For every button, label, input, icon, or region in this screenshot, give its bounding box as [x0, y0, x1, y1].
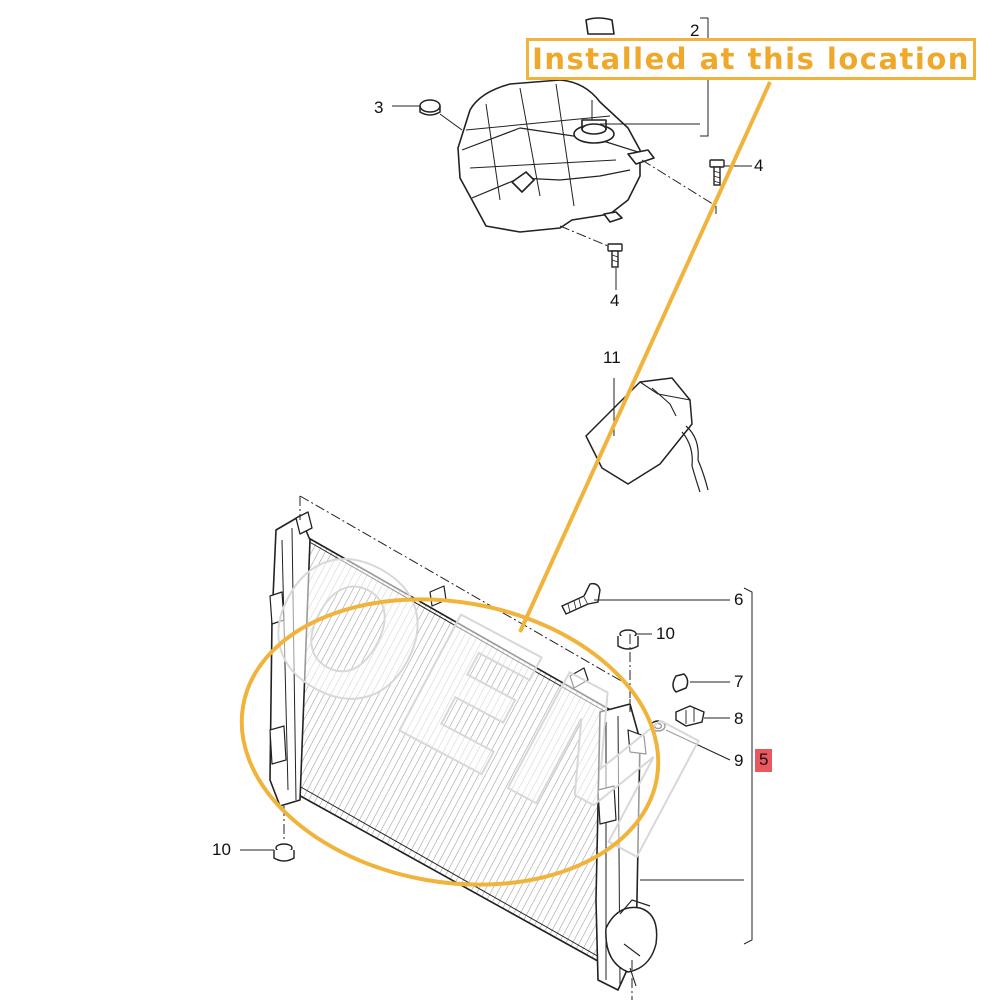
part-label-10-lower: 10 — [212, 840, 231, 859]
location-highlight — [239, 81, 772, 887]
part-label-11: 11 — [603, 348, 621, 367]
mount-part-10-upper — [617, 629, 639, 650]
control-unit-part-11 — [585, 377, 709, 493]
part-label-3: 3 — [374, 98, 384, 117]
part-label-4-upper: 4 — [754, 156, 764, 175]
part-label-8: 8 — [734, 709, 744, 728]
part-label-2: 2 — [690, 21, 700, 40]
installed-location-callout: Installed at this location — [526, 38, 976, 80]
mount-part-10-lower — [273, 843, 295, 862]
bolt-part-4-lower — [607, 243, 623, 268]
leader-lines — [240, 17, 753, 945]
part-label-10-upper: 10 — [656, 624, 675, 643]
drain-plug-part-6 — [561, 582, 601, 615]
part-label-5-highlighted: 5 — [755, 749, 773, 772]
clip-part-7 — [672, 673, 689, 693]
part-label-9: 9 — [734, 751, 744, 770]
cap-part-3 — [419, 99, 441, 116]
coolant-expansion-tank — [457, 17, 655, 233]
part-label-4-lower: 4 — [610, 291, 620, 310]
bolt-part-4-upper — [709, 159, 725, 186]
sensor-part-8 — [675, 705, 705, 727]
part-label-6: 6 — [734, 590, 744, 609]
part-label-7: 7 — [734, 672, 744, 691]
radiator — [269, 511, 658, 991]
